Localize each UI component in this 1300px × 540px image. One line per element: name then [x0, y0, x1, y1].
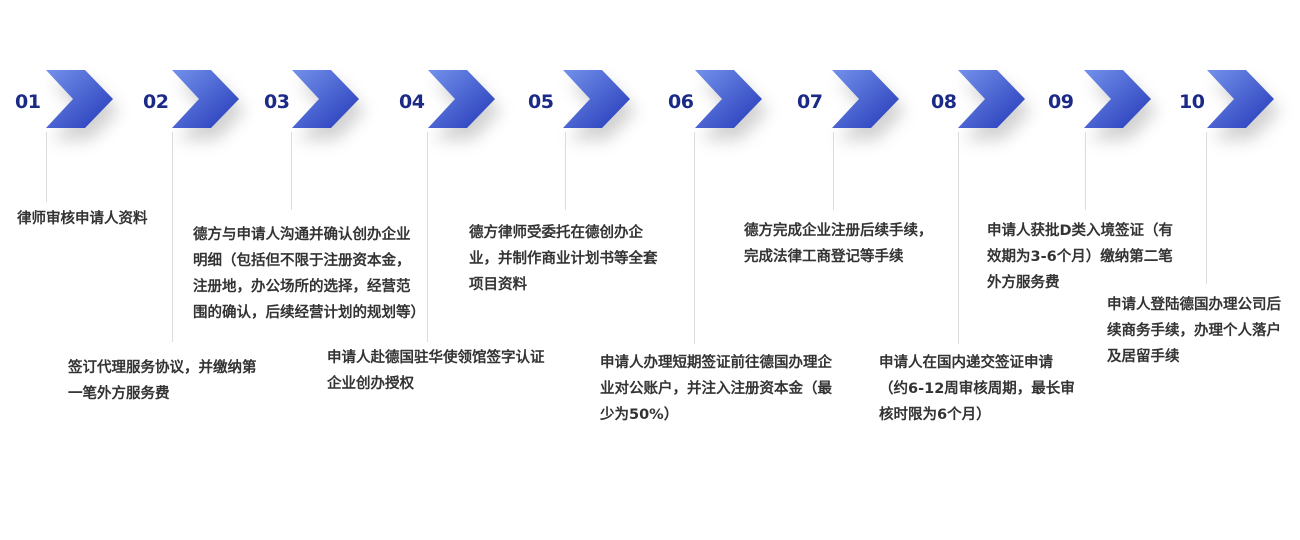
chevron-right-icon: [172, 70, 239, 128]
step-number: 10: [1179, 91, 1205, 113]
chevron-right-icon: [46, 70, 113, 128]
step-description: 德方完成企业注册后续手续，完成法律工商登记等手续: [744, 223, 933, 265]
connector-line: [958, 132, 959, 344]
chevron-right-icon: [1207, 70, 1274, 128]
step-description: 申请人办理短期签证前往德国办理企业对公账户，并注入注册资本金（最少为50%）: [600, 355, 832, 423]
connector-line: [1085, 132, 1086, 210]
step-number: 09: [1048, 91, 1074, 113]
step-number: 06: [668, 91, 694, 113]
connector-line: [291, 132, 292, 210]
step-description: 申请人获批D类入境签证（有效期为3-6个月）缴纳第二笔外方服务费: [987, 223, 1174, 291]
step-description: 申请人在国内递交签证申请（约6-12周审核周期，最长审核时限为6个月）: [879, 355, 1075, 423]
connector-line: [833, 132, 834, 210]
chevron-right-icon: [958, 70, 1025, 128]
step-number: 04: [399, 91, 425, 113]
step-number: 05: [528, 91, 554, 113]
chevron-right-icon: [695, 70, 762, 128]
step-description: 德方与申请人沟通并确认创办企业明细（包括但不限于注册资本金，注册地，办公场所的选…: [193, 227, 425, 321]
connector-line: [1206, 132, 1207, 284]
chevron-right-icon: [563, 70, 630, 128]
step-number: 02: [143, 91, 169, 113]
step-number: 03: [264, 91, 290, 113]
step-number: 07: [797, 91, 823, 113]
chevron-right-icon: [292, 70, 359, 128]
step-description: 申请人登陆德国办理公司后续商务手续，办理个人落户及居留手续: [1107, 297, 1281, 365]
chevron-right-icon: [428, 70, 495, 128]
connector-line: [694, 132, 695, 344]
step-description: 申请人赴德国驻华使领馆签字认证企业创办授权: [327, 350, 545, 392]
step-description: 德方律师受委托在德创办企业，并制作商业计划书等全套项目资料: [469, 225, 658, 293]
step-description: 签订代理服务协议，并缴纳第一笔外方服务费: [68, 360, 257, 402]
step-number: 01: [15, 91, 41, 113]
connector-line: [46, 132, 47, 202]
chevron-right-icon: [1084, 70, 1151, 128]
connector-line: [565, 132, 566, 210]
chevron-right-icon: [832, 70, 899, 128]
step-description: 律师审核申请人资料: [17, 211, 148, 227]
step-number: 08: [931, 91, 957, 113]
connector-line: [427, 132, 428, 342]
connector-line: [172, 132, 173, 342]
